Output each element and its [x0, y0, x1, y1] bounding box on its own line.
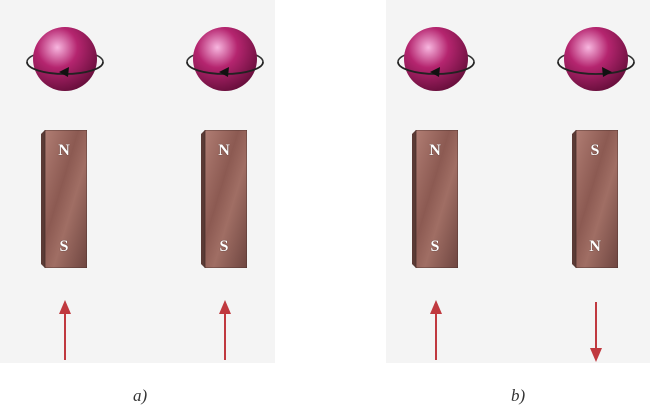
- sphere: [33, 27, 97, 91]
- caption-b: b): [511, 386, 526, 405]
- magnet-bottom-pole: S: [219, 238, 229, 255]
- bar-magnet: N S: [201, 130, 247, 268]
- spin-unit-a2: N S: [175, 0, 275, 363]
- spin-direction-arrowhead: [430, 67, 440, 77]
- spinning-sphere-icon: [386, 14, 486, 104]
- magnet-bottom-pole: N: [589, 238, 601, 255]
- panel-b: N S S N: [386, 0, 650, 363]
- bar-magnet: S N: [572, 130, 618, 268]
- arrow-up-icon: [424, 300, 448, 362]
- arrow-up-icon: [53, 300, 77, 362]
- panel-a: N S N S: [0, 0, 275, 363]
- magnet-top-pole: S: [590, 142, 600, 159]
- spinning-sphere-icon: [175, 14, 275, 104]
- spin-unit-b1: N S: [386, 0, 486, 363]
- spin-direction-arrowhead: [219, 67, 229, 77]
- spin-unit-b2: S N: [546, 0, 646, 363]
- spin-direction-arrowhead: [602, 67, 612, 77]
- magnet-top-pole: N: [429, 142, 441, 159]
- magnet-bottom-pole: S: [430, 238, 440, 255]
- caption-a: a): [133, 386, 148, 405]
- spin-direction-arrowhead: [59, 67, 69, 77]
- magnet-top-pole: N: [58, 142, 70, 159]
- magnet-bottom-pole: S: [59, 238, 69, 255]
- spinning-sphere-icon: [546, 14, 646, 104]
- spin-unit-a1: N S: [15, 0, 115, 363]
- magnet-top-pole: N: [218, 142, 230, 159]
- sphere: [193, 27, 257, 91]
- arrow-up-icon: [213, 300, 237, 362]
- sphere: [404, 27, 468, 91]
- bar-magnet: N S: [412, 130, 458, 268]
- sphere: [564, 27, 628, 91]
- arrow-down-icon: [584, 300, 608, 362]
- bar-magnet: N S: [41, 130, 87, 268]
- spinning-sphere-icon: [15, 14, 115, 104]
